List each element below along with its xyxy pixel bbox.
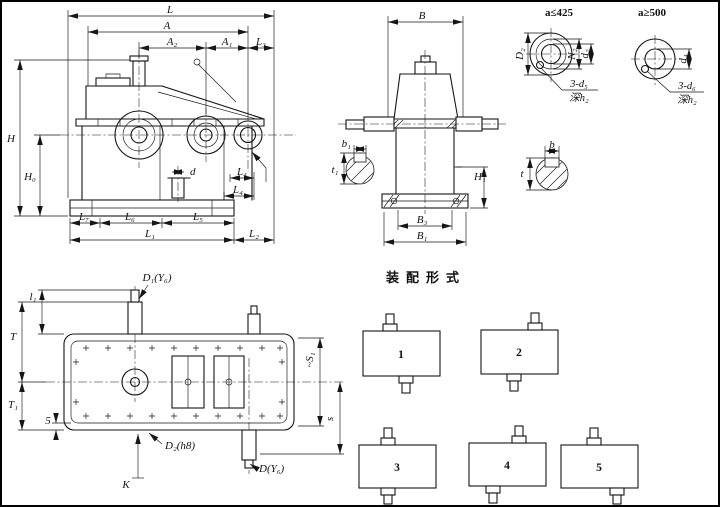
side-view: B B₃ B₁ H₁ b₁ t₁ — [332, 10, 506, 246]
assembly-number-1: 1 — [398, 349, 404, 361]
dim-label-D2h8: D₂(h8) — [164, 440, 195, 452]
upper-stub-plan — [247, 313, 261, 335]
tapped-hole — [535, 60, 545, 70]
dim-label-B1: B₁ — [417, 230, 428, 242]
dim-label-T1: T₁ — [8, 399, 18, 411]
inspection-cover — [95, 77, 131, 87]
front-lower-housing — [81, 125, 253, 201]
dim-label-L: L — [166, 4, 173, 16]
dim-label-K: K — [121, 479, 130, 491]
output-shaft-plan — [241, 429, 257, 461]
dim-label-DY6: D(Y₆) — [258, 463, 285, 475]
dim-label-D2: D₂ — [514, 48, 526, 61]
dim-label-H1: H₁ — [473, 171, 486, 183]
assembly-number-4: 4 — [504, 460, 510, 472]
dim-label-L7: L₇ — [78, 211, 89, 223]
shaft-end-details: a≤425 a≥500 D₂ N₂ d₂ 3-d₅ 深h₂ d₄ 3-d₆ 深h… — [514, 7, 704, 191]
dim-label-l1: l₁ — [30, 291, 37, 303]
assembly-number-5: 5 — [596, 462, 602, 474]
dim-label-b: b — [549, 139, 555, 151]
header-a-le-425: a≤425 — [545, 7, 574, 19]
side-upper-housing — [393, 73, 459, 120]
assembly-forms: 装配形式 1 2 3 4 5 — [358, 270, 639, 505]
dim-label-A2: A₂ — [166, 36, 178, 48]
assembly-form-5: 5 — [560, 427, 639, 505]
dim-label-L2: L₂ — [248, 228, 259, 240]
dim-label-L5: L₅ — [192, 211, 203, 223]
top-view: D₁(Y₆) l₁ T T₁ 5 D₂(h8) K D(Y₆) ~S₁ s — [8, 272, 344, 491]
breather-cap — [414, 61, 437, 75]
dim-label-L1: L₁ — [144, 228, 155, 240]
dim-label-d: d — [190, 166, 196, 178]
breather-knob — [420, 55, 431, 63]
dim-label-B: B — [419, 10, 426, 22]
dim-label-B3: B₃ — [417, 214, 428, 226]
dim-label-t: t — [520, 168, 524, 180]
dim-label-T: T — [10, 331, 17, 343]
dim-label-H: H — [6, 133, 16, 145]
dim-label-t1: t₁ — [332, 164, 339, 176]
assembly-title: 装配形式 — [385, 270, 466, 285]
dim-label-D1Y6: D₁(Y₆) — [141, 272, 171, 284]
dim-label-s: s — [324, 417, 336, 421]
dim-label-L4-a: L₄ — [236, 166, 247, 178]
foundation-bolt-hole — [452, 197, 460, 205]
dim-label-N2: N₂ — [566, 48, 578, 60]
shaft-left-end — [345, 119, 365, 130]
leader-holes-small: 3-d₅ — [569, 79, 588, 90]
assembly-form-1: 1 — [362, 313, 441, 394]
dim-label-d2: d₂ — [579, 49, 591, 59]
dim-label-L6: L₆ — [124, 211, 135, 223]
front-split-flange — [75, 118, 265, 127]
input-gear-boss — [121, 368, 149, 396]
side-extension-lines — [383, 16, 488, 246]
front-extension-lines — [14, 10, 275, 244]
dim-label-b1: b₁ — [342, 138, 352, 150]
leader-depth-small: 深h₂ — [569, 92, 589, 104]
dim-label-L4-b: L₄ — [232, 184, 243, 196]
foundation-bolt-hole — [390, 197, 398, 205]
front-view: L A A₂ A₁ L₃ H H₀ L₇ L₆ L₅ L₁ L₂ d L₄ L₄ — [6, 4, 296, 244]
input-shaft-plan — [127, 301, 143, 335]
flange-bolt-marks — [73, 345, 285, 419]
top-extension-lines — [18, 289, 344, 455]
dim-label-L3: L₃ — [255, 36, 266, 48]
tapped-hole — [640, 64, 650, 74]
dim-label-5: 5 — [45, 415, 51, 427]
keyway-notch — [353, 152, 367, 163]
keyway-notch — [544, 157, 560, 168]
assembly-form-2: 2 — [480, 312, 559, 392]
dim-label-S1: ~S₁ — [304, 352, 316, 367]
dim-label-A: A — [163, 20, 171, 32]
dim-label-H0: H₀ — [23, 171, 36, 183]
leader-holes-large: 3-d₆ — [677, 81, 696, 92]
assembly-number-3: 3 — [394, 462, 400, 474]
header-a-ge-500: a≥500 — [638, 7, 667, 19]
dim-label-d4: d₄ — [677, 54, 689, 64]
assembly-form-4: 4 — [468, 425, 547, 504]
dim-label-A1: A₁ — [221, 36, 233, 48]
side-lower-housing — [395, 127, 455, 195]
assembly-number-2: 2 — [516, 347, 522, 359]
assembly-form-3: 3 — [358, 427, 437, 505]
side-split-flange — [387, 118, 464, 129]
leader-depth-large: 深h₂ — [677, 94, 697, 106]
